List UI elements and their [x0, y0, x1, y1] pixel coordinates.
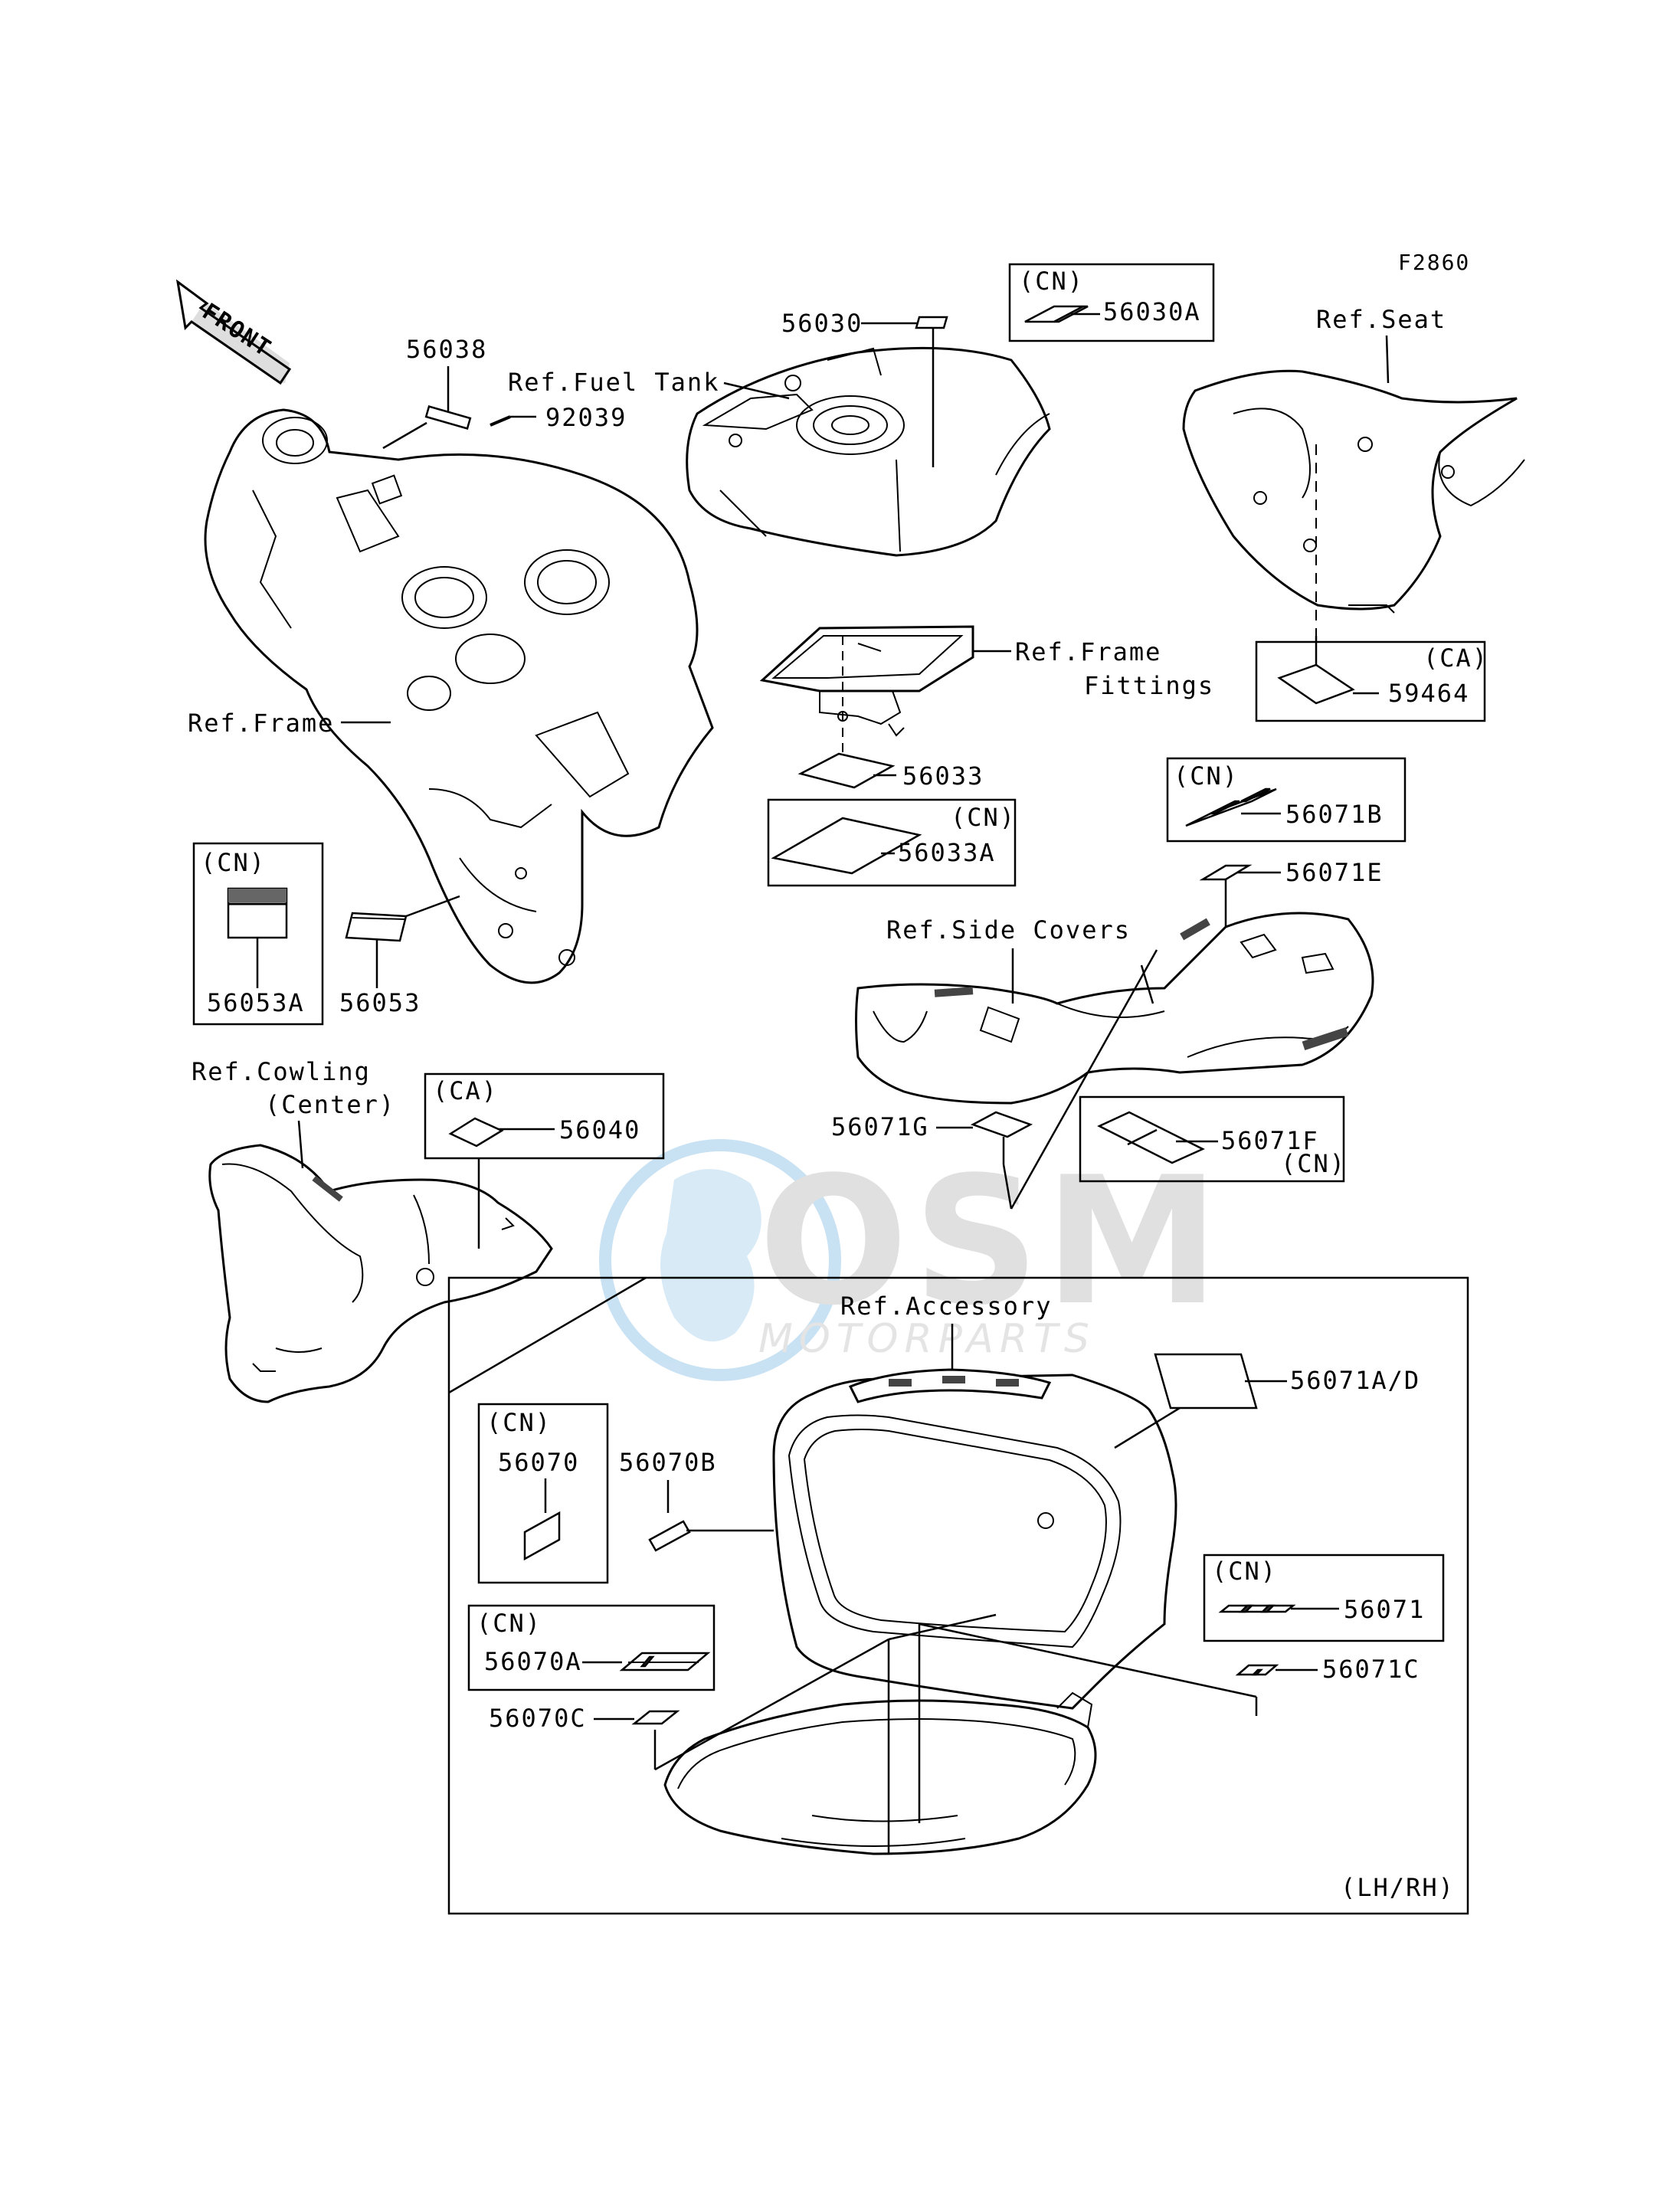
part-56053A-group: (CN) 56053A — [192, 842, 324, 1026]
ref-frame-label: Ref.Frame — [188, 709, 334, 738]
cn-marker: (CN) — [1019, 267, 1084, 296]
part-56071AD-group: 56071A/D — [1114, 1353, 1420, 1449]
ref-fuel-tank-label: Ref.Fuel Tank — [508, 368, 719, 397]
part-56071B-group: (CN) 56071B — [1166, 757, 1407, 843]
part-56053-label: 56053 — [339, 988, 421, 1017]
seat-part — [1182, 369, 1525, 636]
label-decal-56070A — [619, 1652, 711, 1671]
part-56033A-label: 56033A — [898, 838, 996, 867]
frame-part — [204, 408, 714, 984]
figure-code: F2860 — [1398, 250, 1470, 275]
part-59464-group: (CA) 59464 — [1255, 636, 1488, 722]
watermark: OSM MOTORPARTS — [599, 1139, 1224, 1381]
ca-marker: (CA) — [1423, 643, 1488, 673]
ref-cowling-label-line2: (Center) — [265, 1090, 395, 1119]
ref-accessory-label: Ref.Accessory — [840, 1292, 1052, 1321]
ref-frame-fittings-line1: Ref.Frame — [1015, 637, 1161, 666]
cowling-center-part — [208, 1144, 553, 1403]
cn-marker: (CN) — [951, 803, 1016, 832]
cn-marker: (CN) — [1174, 761, 1239, 791]
part-56033-label: 56033 — [902, 761, 984, 791]
part-56070A-label: 56070A — [484, 1647, 582, 1676]
side-covers-part — [855, 912, 1374, 1105]
part-56040-group: (CA) 56040 — [424, 1072, 665, 1249]
part-56071-label: 56071 — [1344, 1595, 1425, 1624]
part-56071G-group: 56071G — [831, 949, 1158, 1210]
label-decal-56053A — [227, 887, 288, 939]
part-56071-group: (CN) 56071 — [1203, 1554, 1445, 1642]
part-56070C-group: 56070C — [489, 1638, 889, 1771]
part-59464-label: 59464 — [1388, 679, 1469, 708]
part-56071C-label: 56071C — [1322, 1655, 1420, 1684]
part-56040-label: 56040 — [559, 1115, 640, 1144]
watermark-subtitle: MOTORPARTS — [758, 1316, 1095, 1362]
watermark-globe-continents — [660, 1169, 761, 1342]
cn-marker: (CN) — [476, 1609, 542, 1638]
part-56070B-group: 56070B — [619, 1448, 774, 1552]
cn-marker: (CN) — [201, 848, 266, 877]
label-decal-56071 — [1218, 1604, 1296, 1613]
part-56071F-group: (CN) 56071F — [1079, 1095, 1346, 1183]
part-56071AD-label: 56071A/D — [1290, 1366, 1420, 1395]
frame-fittings-part — [759, 625, 974, 737]
ref-seat-label: Ref.Seat — [1316, 305, 1446, 334]
watermark-globe — [599, 1139, 841, 1381]
label-decal-56071B — [1185, 787, 1277, 827]
ref-cowling-label-line1: Ref.Cowling — [192, 1057, 371, 1086]
part-56053-group: 56053 — [339, 895, 460, 1017]
lhrh-marker: (LH/RH) — [1341, 1873, 1455, 1902]
part-56033A-group: (CN) 56033A — [767, 798, 1017, 887]
part-56030A-label: 56030A — [1103, 297, 1201, 326]
part-56070C-label: 56070C — [489, 1704, 587, 1733]
watermark-brand: OSM — [758, 1140, 1224, 1344]
part-56038-label: 56038 — [406, 335, 487, 364]
fuel-tank-part — [686, 346, 1051, 557]
part-56070-group: (CN) 56070 — [477, 1403, 609, 1584]
part-56038-group: 56038 92039 — [382, 335, 627, 450]
cn-marker: (CN) — [1212, 1557, 1277, 1586]
part-92039-label: 92039 — [545, 403, 627, 432]
part-56030-group: 56030 (CN) 56030A — [781, 263, 1215, 467]
part-56071E-group: 56071E — [1199, 858, 1384, 950]
part-56070B-label: 56070B — [619, 1448, 717, 1477]
side-case-part — [663, 1368, 1177, 1855]
part-56071F-label: 56071F — [1221, 1126, 1319, 1155]
front-arrow-icon: FRONT — [175, 279, 292, 385]
ca-marker: (CA) — [433, 1076, 498, 1105]
cn-marker: (CN) — [1281, 1149, 1346, 1178]
part-56053A-label: 56053A — [207, 988, 305, 1017]
part-56070A-group: (CN) 56070A — [467, 1604, 716, 1691]
part-56033-group: 56033 — [797, 636, 984, 791]
ref-side-covers-label: Ref.Side Covers — [886, 915, 1131, 945]
screw-icon — [490, 415, 511, 427]
cn-marker: (CN) — [486, 1408, 552, 1437]
label-decal-56071F — [1097, 1111, 1205, 1164]
ref-frame-fittings-line2: Fittings — [1084, 671, 1214, 700]
part-56071B-label: 56071B — [1285, 800, 1384, 829]
part-56030-label: 56030 — [781, 309, 863, 338]
part-56071G-label: 56071G — [831, 1112, 929, 1141]
part-56071E-label: 56071E — [1285, 858, 1384, 887]
part-56070-label: 56070 — [498, 1448, 579, 1477]
part-56071C-group: 56071C — [1235, 1655, 1420, 1684]
accessory-frame — [447, 1276, 1469, 1915]
